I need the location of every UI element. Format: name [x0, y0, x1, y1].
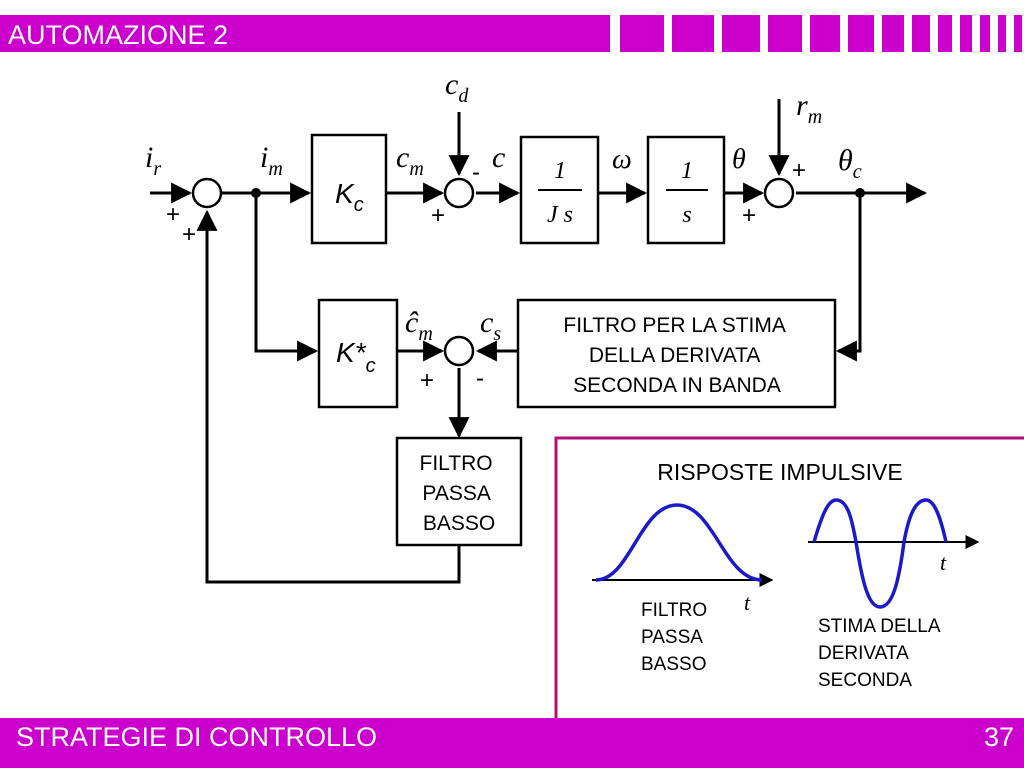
svg-text:ĉm: ĉm — [405, 306, 433, 345]
inset-left-caption-3: BASSO — [641, 654, 706, 675]
wire-im-branch — [254, 193, 319, 362]
wire-lowpass-return — [196, 209, 461, 584]
signal-ir-sub: r — [153, 158, 161, 180]
block-kcstar — [317, 298, 399, 409]
sign-sum4-left: + — [420, 367, 434, 394]
header-block-1 — [620, 15, 664, 52]
sign-sum4-right: - — [476, 365, 484, 392]
signal-cm-sub: m — [409, 158, 423, 180]
signal-cd-sub: d — [458, 85, 469, 107]
inset-right-axis-label: t — [940, 550, 947, 575]
signal-chatm-sub: m — [418, 323, 432, 345]
header-block-9 — [938, 15, 952, 52]
header-block-4 — [768, 15, 802, 52]
signal-cd: c — [445, 68, 458, 101]
header-block-10 — [960, 15, 972, 52]
signal-omega: ω — [612, 144, 632, 175]
svg-text:θc: θc — [838, 144, 862, 183]
sign-sum3-left: + — [742, 202, 756, 229]
inset-left-axis-label: t — [744, 590, 751, 615]
inset-right-caption-3: SECONDA — [818, 670, 912, 691]
header-block-11 — [980, 15, 990, 52]
page-number: 37 — [983, 722, 1014, 752]
svg-text:cm: cm — [396, 141, 424, 180]
junction-im — [251, 188, 261, 198]
block-lowpass-filter — [395, 436, 523, 547]
sign-sum3-top: + — [792, 157, 806, 184]
signal-chatm: ĉ — [405, 306, 419, 339]
inset-title: RISPOSTE IMPULSIVE — [657, 459, 902, 485]
plant-numerator: 1 — [554, 158, 566, 184]
inset-right-caption-1: STIMA DELLA — [818, 616, 941, 637]
svg-text:Kc: Kc — [335, 178, 364, 216]
sum-node-4 — [443, 335, 475, 367]
sign-sum1-bottom: + — [182, 221, 196, 248]
derivative-filter-line-1: FILTRO PER LA STIMA — [563, 314, 785, 337]
lowpass-filter-line-3: BASSO — [423, 512, 495, 535]
header-block-7 — [882, 15, 904, 52]
svg-text:cd: cd — [445, 68, 469, 107]
derivative-filter-line-2: DELLA DERIVATA — [589, 344, 761, 367]
inset-left-caption-2: PASSA — [641, 627, 703, 648]
inset-lowpass-curve — [595, 503, 763, 582]
svg-text:ir: ir — [145, 141, 161, 180]
signal-cs: c — [480, 306, 493, 339]
inset-border — [554, 436, 1024, 718]
signal-thetac: θ — [838, 144, 853, 177]
sum-node-3 — [763, 177, 795, 209]
inset-derivative-curve — [812, 498, 948, 609]
svg-text:K*c: K*c — [336, 337, 376, 377]
svg-text:STIMA DELLA DERIVATA S: STIMA DELLA DERIVATA SECONDA — [818, 616, 945, 691]
kc-label: K — [335, 178, 355, 209]
inset-left-caption-1: FILTRO — [641, 600, 707, 621]
signal-cm: c — [396, 141, 409, 174]
footer-title: STRATEGIE DI CONTROLLO — [16, 722, 378, 752]
header-title: AUTOMAZIONE 2 — [8, 20, 229, 50]
signal-ir: i — [145, 141, 153, 174]
svg-text:im: im — [260, 141, 283, 180]
header-block-5 — [810, 15, 840, 52]
signal-rm: r — [796, 89, 808, 122]
derivative-filter-line-3: SECONDA IN BANDA — [573, 374, 781, 397]
junction-thetac — [855, 188, 865, 198]
svg-text:rm: rm — [796, 89, 822, 128]
header-block-3 — [722, 15, 760, 52]
sum-node-2 — [443, 177, 475, 209]
signal-im-sub: m — [268, 158, 282, 180]
header-bar — [0, 15, 610, 52]
lowpass-filter-line-1: FILTRO — [420, 452, 493, 475]
plant-denominator: J s — [547, 202, 573, 228]
wire-thetac-feedback — [835, 193, 862, 362]
header-block-8 — [912, 15, 930, 52]
lowpass-filter-line-2: PASSA — [422, 482, 490, 505]
sum-node-1 — [191, 177, 223, 209]
integrator-numerator: 1 — [681, 158, 693, 184]
signal-im: i — [260, 141, 268, 174]
kc-subscript: c — [354, 194, 364, 216]
sign-sum2-left: + — [431, 202, 445, 229]
header-block-12 — [998, 15, 1006, 52]
inset-right-caption-2: DERIVATA — [818, 643, 909, 664]
svg-text:FILTRO PASSA BASSO: FILTRO PASSA BASSO — [641, 600, 712, 675]
signal-rm-sub: m — [808, 106, 822, 128]
sign-sum2-top: - — [472, 159, 480, 186]
kcstar-subscript: c — [366, 355, 376, 377]
svg-text:FILTRO PASSA BASSO: FILTRO PASSA BASSO — [420, 452, 499, 535]
signal-cs-sub: s — [493, 323, 501, 345]
svg-text:FILTRO PER LA STIMA DELLA: FILTRO PER LA STIMA DELLA DERIVATA SECON… — [563, 314, 790, 397]
integrator-denominator: s — [682, 202, 691, 228]
header-block-13 — [1014, 15, 1022, 52]
block-derivative-filter — [516, 298, 837, 409]
sign-sum1-left: + — [166, 201, 180, 228]
signal-theta: θ — [732, 144, 746, 175]
footer-bar — [0, 718, 1024, 768]
kcstar-label: K* — [336, 337, 367, 368]
svg-text:cs: cs — [480, 306, 501, 345]
signal-thetac-sub: c — [853, 161, 862, 183]
header-block-6 — [848, 15, 874, 52]
signal-c: c — [492, 141, 505, 174]
block-kc — [310, 133, 388, 245]
header-block-2 — [672, 15, 714, 52]
